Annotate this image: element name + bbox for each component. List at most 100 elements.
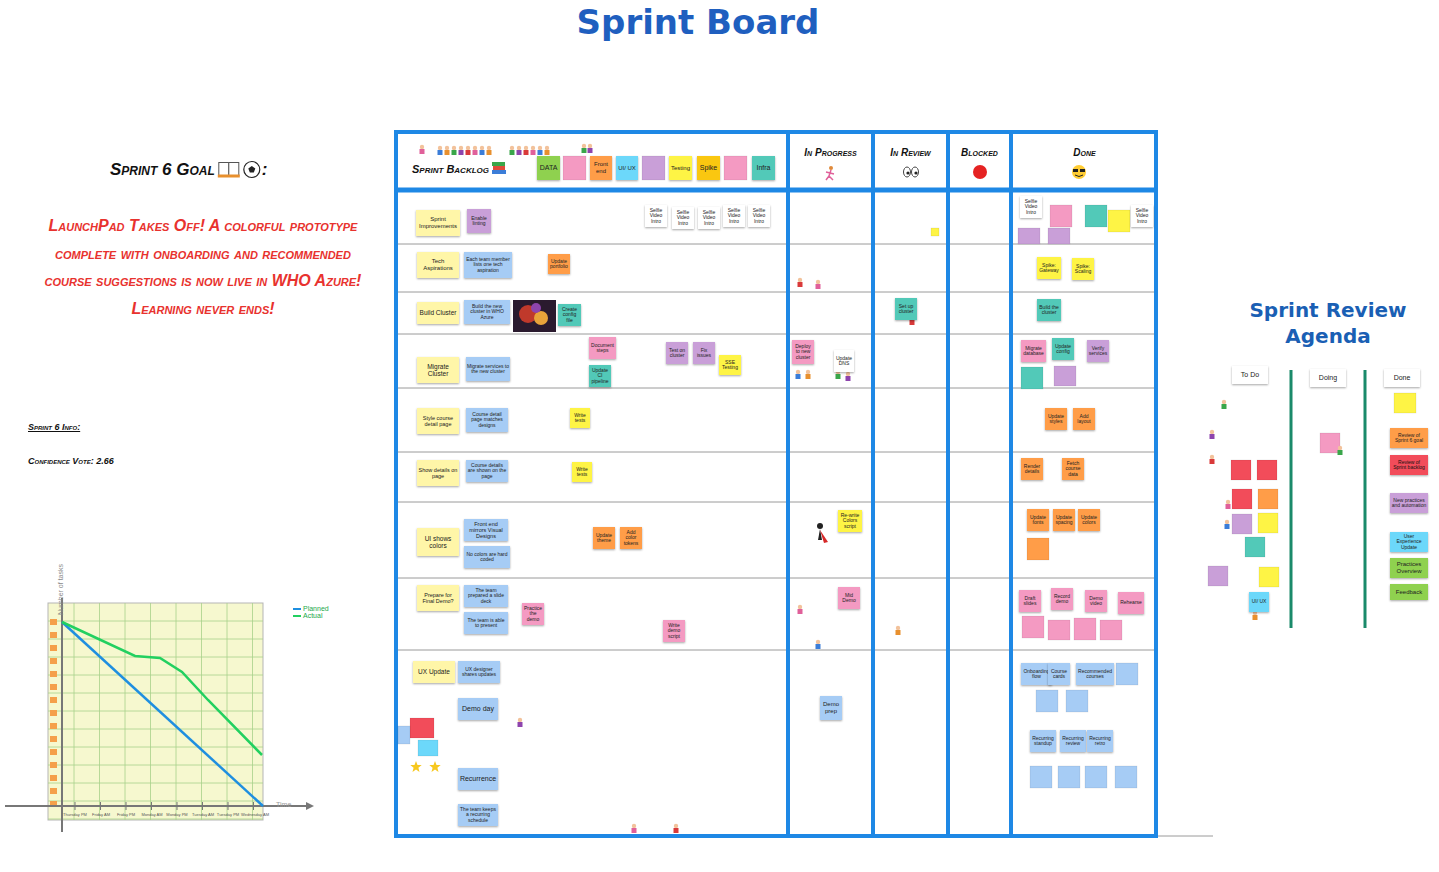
sticky-note: Update colors <box>1078 509 1100 531</box>
swimlane-divider <box>398 452 1155 453</box>
sticky-note: Document steps <box>589 337 616 359</box>
note-text: Feedback <box>1396 589 1422 596</box>
avatar-icon <box>1210 459 1215 464</box>
note-text: Add color tokens <box>621 530 641 547</box>
sticky-note: Add layout <box>1073 408 1095 430</box>
avatar-icon <box>538 150 543 155</box>
task-marker <box>50 658 57 664</box>
board-title: Sprint Board <box>448 2 948 42</box>
avatar-icon <box>524 146 528 150</box>
sticky-note: UI shows colors <box>417 528 459 556</box>
text-label: Wednesday AM <box>241 812 269 817</box>
note-text: Each team member lists one tech aspirati… <box>465 257 511 274</box>
sticky-note: Front end mirrors Visual Designs <box>464 519 508 541</box>
eyes-icon <box>906 171 909 174</box>
sticky-note: Spike: Gateway <box>1037 257 1061 279</box>
agenda-column-line <box>1290 370 1293 628</box>
sticky-note-blank <box>1232 514 1252 534</box>
sticky-note: Practices Overview <box>1390 558 1428 578</box>
sticky-note-blank <box>1231 460 1251 480</box>
avatar-icon <box>798 605 802 609</box>
avatar-icon <box>674 824 678 828</box>
sticky-note: Style course detail page <box>417 408 459 434</box>
note-text: Draft slides <box>1020 596 1040 607</box>
sticky-note: Tech Aspirations <box>417 252 459 278</box>
note-text: Show details on page <box>418 467 458 479</box>
axis-tick <box>228 802 229 810</box>
text-label: Tuesday PM <box>215 812 241 817</box>
text-label: Monday AM <box>139 812 165 817</box>
sunglasses-icon <box>1073 169 1078 172</box>
swimlane-divider <box>398 334 1155 335</box>
note-text: New practices and automation <box>1391 498 1427 509</box>
axis-tick <box>253 802 254 810</box>
avatar-icon <box>480 146 484 150</box>
sticky-note: Infra <box>752 156 775 180</box>
text-label: Friday AM <box>88 812 114 817</box>
sprint-goal-text: LaunchPad Takes Off! A colorful prototyp… <box>38 212 368 322</box>
sticky-note-blank <box>418 740 438 756</box>
text-label: Sprint 6 Info: <box>28 422 148 432</box>
avatar-icon <box>466 150 471 155</box>
cluster-picture <box>531 303 541 313</box>
avatar-icon <box>1225 520 1229 524</box>
text-label: Thursday PM <box>62 812 88 817</box>
note-text: Testing <box>671 165 690 172</box>
avatar-icon <box>517 150 522 155</box>
note-text: UI/ UX <box>1252 599 1267 605</box>
note-text: Fix issues <box>694 348 714 359</box>
sticky-note-blank <box>1394 393 1416 413</box>
sticky-note: Update CI pipeline <box>589 365 611 387</box>
sticky-note: Test on cluster <box>666 342 688 364</box>
note-text: UI/ UX <box>618 165 636 172</box>
sticky-note: Update DNS <box>834 350 854 372</box>
text-label: Tuesday AM <box>190 812 216 817</box>
star-icon <box>429 761 440 772</box>
chart-grid <box>227 603 228 820</box>
sticky-note: Selfie Video Intro <box>672 207 694 229</box>
avatar-icon <box>452 146 456 150</box>
book-icon <box>229 163 239 176</box>
avatar-icon <box>632 824 636 828</box>
sticky-note-blank <box>1208 566 1228 586</box>
note-text: Tech Aspirations <box>418 258 458 271</box>
sticky-note: Spike: Scaling <box>1072 258 1094 280</box>
note-text: Practices Overview <box>1391 561 1427 574</box>
sticky-note-blank <box>1320 433 1340 453</box>
column-divider <box>946 132 950 836</box>
note-text: Update DNS <box>835 356 853 367</box>
sticky-note: DATA <box>537 156 560 180</box>
avatar-icon <box>480 150 485 155</box>
task-marker <box>50 788 57 794</box>
avatar-icon <box>798 609 803 614</box>
sticky-note: Write tests <box>572 462 592 482</box>
sticky-note-blank <box>1048 228 1070 244</box>
chart-grid <box>48 729 263 730</box>
avatar-icon <box>531 146 535 150</box>
hero-figure <box>817 523 823 529</box>
sticky-note: Course details are shown on the page <box>466 460 508 482</box>
column-divider <box>871 132 875 836</box>
sticky-note: Selfie Video Intro <box>748 205 770 227</box>
avatar-icon <box>796 370 800 374</box>
avatar-icon <box>420 145 424 149</box>
text-label: In Progress <box>790 147 871 158</box>
sticky-note-blank <box>1018 228 1040 244</box>
sticky-note: Update theme <box>593 527 615 549</box>
eyes-icon <box>912 167 919 177</box>
avatar-icon <box>445 150 450 155</box>
chart-grid <box>150 603 151 820</box>
sticky-note-blank <box>1085 766 1107 788</box>
note-text: Style course detail page <box>418 415 458 427</box>
note-text: Selfie Video Intro <box>724 208 744 225</box>
avatar-icon <box>582 144 586 148</box>
sticky-note: Selfie Video Intro <box>1020 196 1042 218</box>
chart-grid <box>48 819 263 820</box>
note-text: Selfie Video Intro <box>646 208 666 225</box>
sticky-note: Verify services <box>1087 340 1109 362</box>
task-marker <box>50 645 57 651</box>
sticky-note: Review of Sprint backlog <box>1390 455 1428 475</box>
text-label: Time <box>276 801 300 808</box>
avatar-icon <box>798 278 802 282</box>
note-text: Migrate database <box>1022 346 1045 357</box>
